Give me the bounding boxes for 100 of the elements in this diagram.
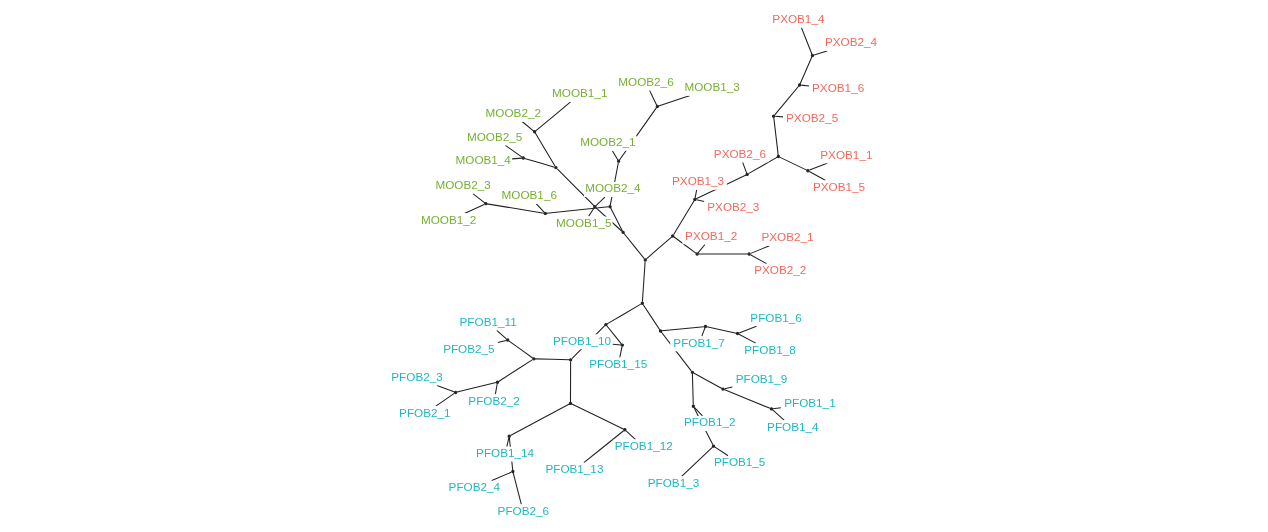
connector	[660, 331, 692, 372]
node-text: MOOB1_6	[501, 188, 557, 202]
node-text: MOOB1_1	[552, 86, 608, 100]
connector	[497, 339, 507, 344]
node-point	[506, 338, 510, 342]
connector	[472, 193, 486, 204]
node-text: MOOB2_2	[485, 106, 541, 120]
connector	[641, 260, 646, 303]
node-text: PFOB1_5	[713, 455, 766, 469]
node-text: PFOB1_9	[735, 372, 788, 386]
connector	[610, 207, 624, 232]
connector	[695, 199, 705, 202]
connector	[583, 430, 625, 464]
connector	[701, 327, 706, 337]
node-text: MOOB1_4	[455, 153, 511, 167]
node-point	[769, 407, 774, 411]
node-point	[507, 434, 511, 438]
connector	[546, 206, 609, 214]
node-text: PXOB1_1	[820, 147, 873, 161]
node-text: PXOB2_2	[754, 263, 807, 277]
node-point	[655, 104, 659, 109]
node-text: MOOB1_3	[684, 80, 740, 94]
node-point	[453, 390, 458, 395]
connector	[723, 389, 771, 409]
connector	[619, 345, 623, 359]
connector	[625, 430, 636, 440]
connector	[556, 168, 595, 207]
connector	[521, 121, 535, 132]
connector	[535, 203, 545, 213]
connector	[800, 84, 810, 87]
node-text: PXOB1_2	[685, 228, 738, 242]
connector	[642, 303, 661, 331]
connector	[534, 132, 556, 167]
connector	[693, 372, 723, 390]
connector	[595, 207, 623, 232]
connector	[694, 189, 698, 199]
node-point	[640, 301, 644, 305]
connector	[535, 101, 572, 132]
connector	[697, 253, 749, 255]
node-point	[532, 357, 536, 361]
connector	[524, 157, 556, 168]
connector	[486, 203, 545, 214]
connector	[673, 236, 697, 254]
connector	[691, 373, 694, 406]
connector	[611, 150, 619, 161]
node-text: PFOB1_13	[545, 462, 604, 476]
node-text: PXOB2_1	[761, 230, 814, 244]
connector	[494, 383, 498, 395]
node-point	[643, 258, 647, 262]
connector	[569, 360, 572, 403]
node-point	[484, 202, 488, 206]
connector	[588, 207, 595, 217]
connector	[724, 386, 733, 390]
node-point	[671, 234, 675, 238]
node-point	[593, 204, 597, 209]
connector	[508, 340, 534, 359]
node-text: PFOB2_1	[399, 405, 451, 419]
node-text: PXOB1_4	[772, 11, 825, 25]
node-text: PFOB1_4	[767, 419, 819, 433]
connector	[738, 333, 757, 344]
node-text: PFOB1_15	[589, 357, 648, 371]
node-text: MOOB2_3	[435, 178, 491, 192]
connector	[658, 95, 691, 107]
connector	[504, 144, 523, 158]
connector	[509, 403, 570, 437]
node-point	[511, 469, 515, 474]
node-point	[621, 230, 625, 235]
node-text: PFOB1_3	[647, 476, 700, 490]
connector	[800, 27, 813, 55]
node-point	[745, 172, 749, 177]
connector	[571, 403, 625, 430]
node-point	[543, 211, 548, 216]
connector	[506, 436, 510, 448]
node-point	[810, 53, 815, 58]
connector	[623, 232, 645, 260]
node-point	[532, 130, 537, 134]
node-text: PFOB2_6	[497, 504, 550, 518]
node-point	[554, 165, 558, 170]
connector	[435, 392, 455, 407]
connector	[491, 471, 512, 482]
node-text: PXOB2_6	[713, 146, 766, 160]
connector	[771, 409, 785, 421]
connector	[649, 89, 658, 106]
node-text: MOOB2_6	[618, 74, 674, 88]
connector	[799, 56, 813, 85]
connector	[681, 446, 714, 477]
connector	[747, 156, 778, 175]
connector	[773, 117, 779, 156]
node-text: PFOB1_8	[744, 342, 796, 356]
node-point	[620, 343, 625, 347]
node-point	[703, 324, 708, 329]
node-text: PFOB1_6	[750, 310, 802, 324]
node-point	[735, 331, 740, 336]
node-point	[695, 252, 699, 256]
node-text: PFOB1_11	[459, 314, 517, 328]
connector	[706, 326, 737, 334]
node-text: PFOB1_12	[614, 438, 673, 452]
connector	[772, 407, 782, 410]
connector	[436, 384, 455, 393]
node-point	[604, 322, 608, 327]
